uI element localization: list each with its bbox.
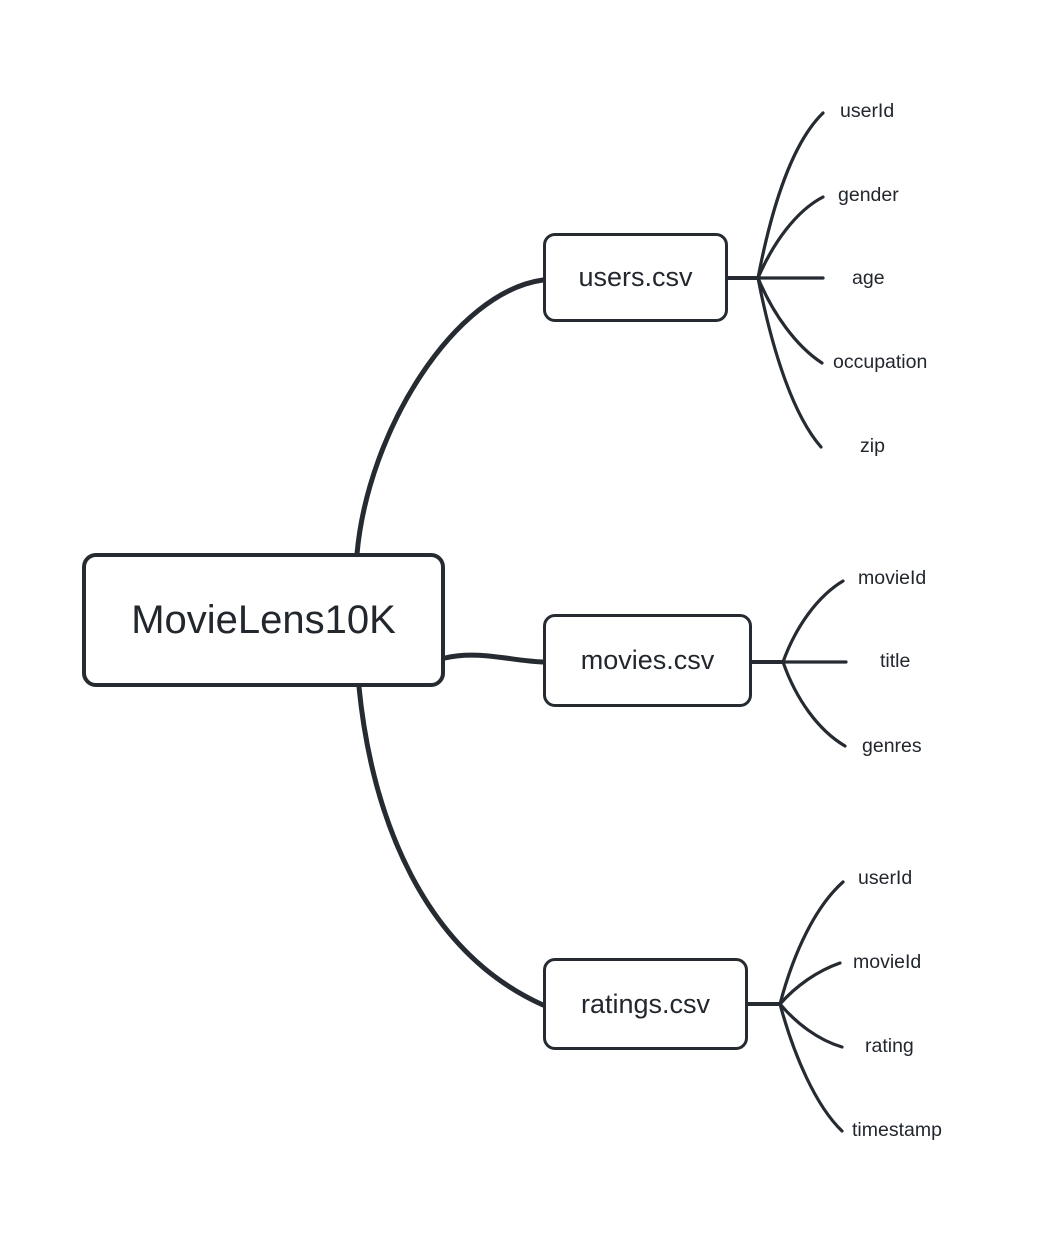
leaf-users-userid: userId [840, 100, 895, 122]
edge-movies-movieid [781, 579, 845, 664]
node-movies-csv: movies.csv [543, 614, 752, 707]
leaf-users-occupation: occupation [833, 351, 928, 373]
edge-ratings-movieid [778, 961, 842, 1006]
leaf-movies-genres: genres [862, 735, 922, 757]
edge-root-movies [442, 652, 546, 665]
edge-users-userid [756, 111, 825, 280]
leaf-users-zip: zip [860, 435, 885, 457]
node-root-label: MovieLens10K [131, 597, 396, 642]
leaf-movies-title: title [880, 650, 911, 672]
leaf-users-age: age [852, 267, 885, 289]
node-users-csv-label: users.csv [578, 262, 693, 292]
edge-ratings-userid [778, 880, 845, 1006]
edge-root-users [354, 277, 546, 557]
edge-users-occupation [756, 276, 824, 365]
leaf-ratings-userid: userId [858, 867, 913, 889]
leaf-ratings-movieid: movieId [853, 951, 922, 973]
node-movies-csv-label: movies.csv [580, 645, 715, 675]
node-root: MovieLens10K [82, 553, 445, 687]
leaf-ratings-timestamp: timestamp [852, 1119, 942, 1141]
node-ratings-csv: ratings.csv [543, 958, 748, 1050]
edge-ratings-rating [778, 1002, 844, 1049]
node-users-csv: users.csv [543, 233, 728, 322]
edge-users-gender [756, 195, 825, 280]
node-ratings-csv-label: ratings.csv [580, 988, 711, 1019]
edge-users-zip [756, 276, 823, 449]
leaf-ratings-rating: rating [865, 1035, 914, 1057]
edge-root-ratings [356, 684, 546, 1008]
leaf-users-gender: gender [838, 184, 899, 206]
edge-movies-genres [781, 660, 847, 748]
edge-ratings-timestamp [778, 1002, 844, 1133]
leaf-movies-movieid: movieId [858, 567, 927, 589]
